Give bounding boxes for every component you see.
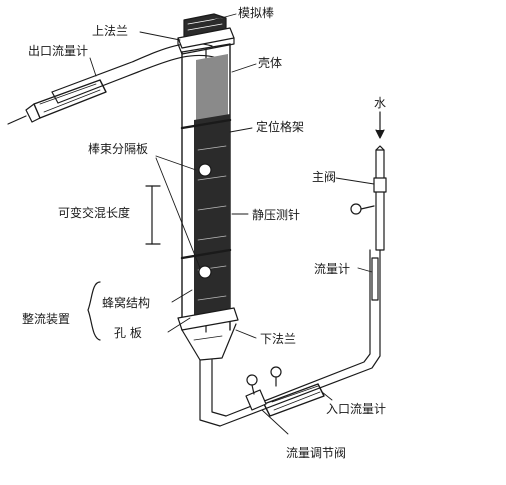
label-positioning-grid: 定位格架 <box>256 120 305 134</box>
inlet-flowmeter <box>263 383 325 417</box>
water-arrow <box>375 111 385 139</box>
label-outlet-flowmeter: 出口流量计 <box>28 44 89 58</box>
supply-flowmeter <box>371 257 379 301</box>
label-flow-straightener: 整流装置 <box>22 312 71 326</box>
label-static-pressure-probe: 静压测针 <box>252 208 301 222</box>
label-shell: 壳体 <box>258 56 283 70</box>
label-upper-flange: 上法兰 <box>92 24 129 38</box>
label-main-valve: 主阀 <box>312 170 337 184</box>
flow-control-valve <box>245 366 282 411</box>
outlet-flowmeter <box>7 79 107 125</box>
label-simulated-rod: 模拟棒 <box>238 6 275 20</box>
mixing-length-dimension <box>145 185 161 245</box>
main-valve <box>350 177 387 215</box>
supply-line <box>375 145 385 251</box>
label-orifice-plate: 孔 板 <box>114 326 142 340</box>
label-inlet-flowmeter: 入口流量计 <box>326 402 387 416</box>
leader-lines <box>89 13 375 435</box>
positioning-grids <box>180 118 232 260</box>
label-flowmeter: 流量计 <box>314 262 351 276</box>
lower-flange <box>177 307 239 361</box>
inlet-piping <box>199 249 381 427</box>
label-variable-mixing-length: 可变交混长度 <box>58 206 131 220</box>
label-lower-flange: 下法兰 <box>260 332 297 346</box>
rod-bundle <box>194 54 230 326</box>
label-water: 水 <box>374 96 387 110</box>
label-flow-control-valve: 流量调节阀 <box>286 446 347 460</box>
label-rod-bundle-spacer: 棒束分隔板 <box>88 142 149 156</box>
label-honeycomb-structure: 蜂窝结构 <box>102 296 151 310</box>
straightener-bracket <box>87 281 101 341</box>
